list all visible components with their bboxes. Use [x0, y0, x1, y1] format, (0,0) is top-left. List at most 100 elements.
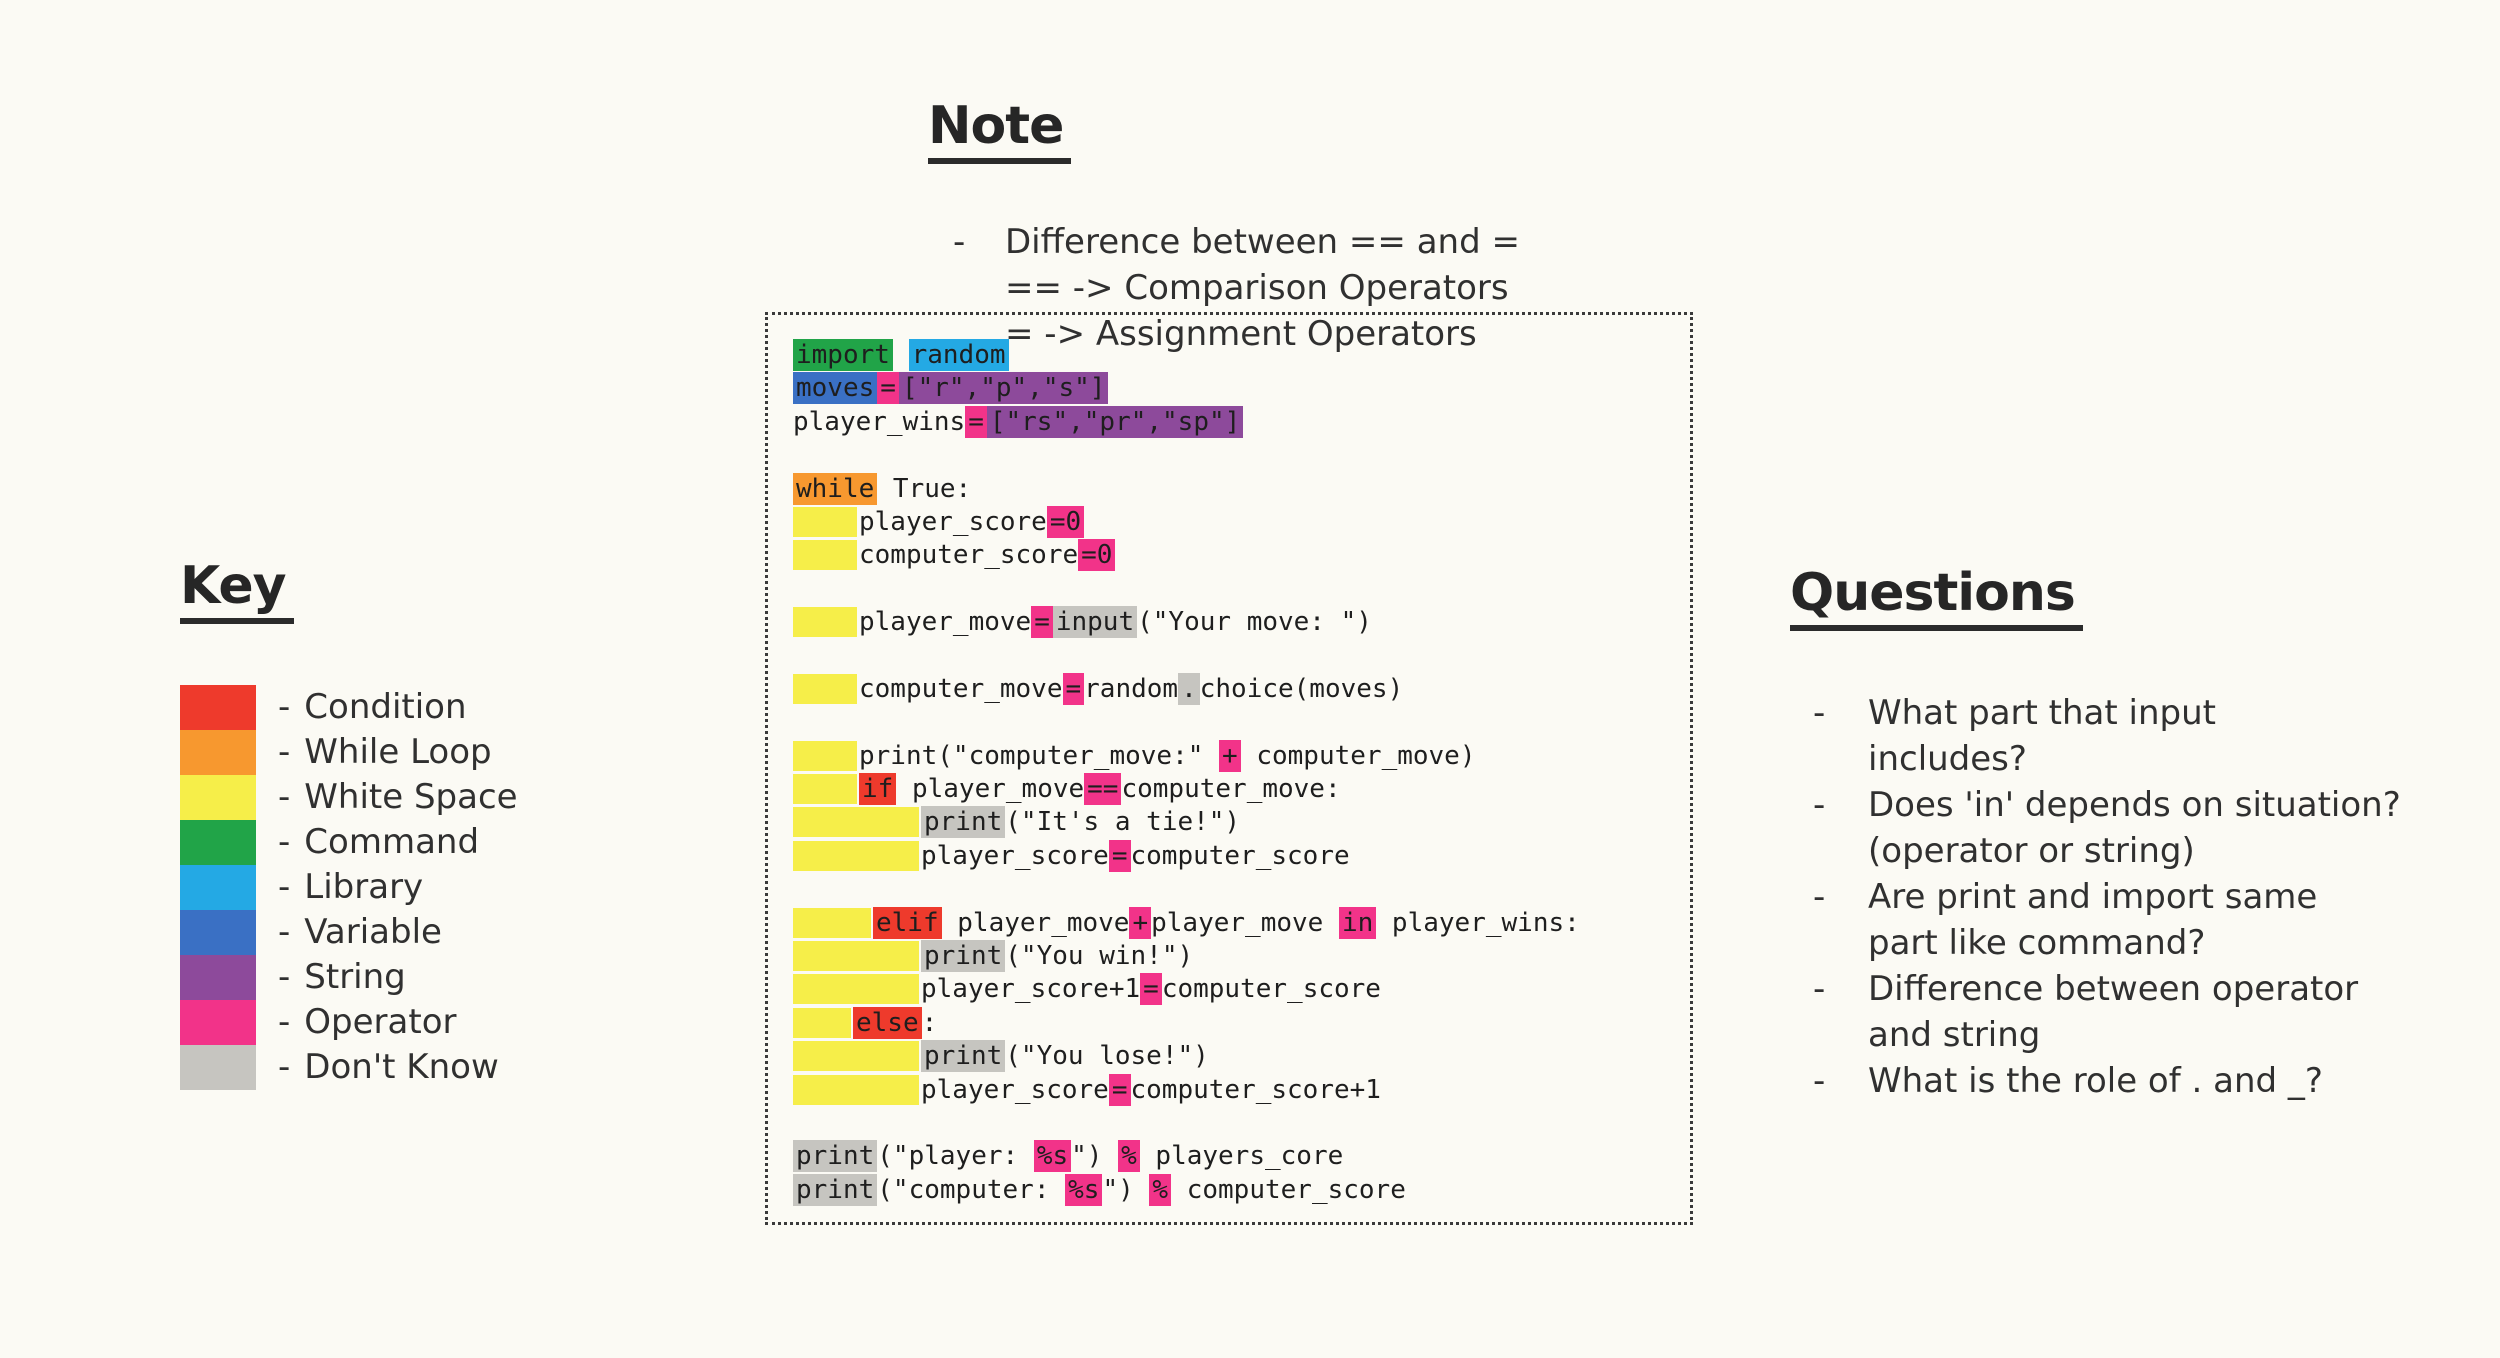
key-label: -While Loop: [256, 732, 492, 772]
key-swatch-while_loop: [180, 729, 256, 775]
key-label-text: Variable: [304, 912, 442, 953]
code-line: elif player_move+player_move in player_w…: [793, 906, 1580, 940]
code-token: player_score: [921, 840, 1109, 871]
question-line: -What part that input: [1790, 690, 2401, 736]
key-title: Key: [180, 559, 294, 624]
code-line: player_score+1=computer_score: [793, 973, 1580, 1006]
bullet-dash: -: [278, 867, 291, 908]
code-token: player_move: [941, 907, 1130, 938]
key-row: -Condition: [180, 684, 518, 730]
code-token: computer_score: [1171, 1174, 1406, 1205]
code-token-operator: %s: [1065, 1173, 1103, 1206]
key-label-text: String: [304, 957, 406, 998]
code-token: player_move: [859, 607, 1032, 638]
bullet-dash: -: [278, 732, 291, 773]
question-line: -What is the role of . and _?: [1790, 1058, 2401, 1104]
note-line: = -> Assignment Operators: [928, 311, 1520, 357]
key-label-text: Operator: [304, 1002, 457, 1043]
key-row: -Operator: [180, 999, 518, 1045]
code-line: [793, 439, 1580, 472]
note-title: Note: [928, 99, 1072, 164]
code-line: if player_move==computer_move:: [793, 773, 1580, 806]
code-token-dont_know: print: [793, 1173, 878, 1206]
key-row: -Library: [180, 864, 518, 910]
code-line: print("computer: %s") % computer_score: [793, 1173, 1580, 1207]
key-label: -Don't Know: [256, 1047, 499, 1087]
key-swatch-library: [180, 864, 256, 910]
code-token: print("computer_move:": [859, 740, 1220, 771]
code-token: ("You win!"): [1005, 941, 1194, 972]
code-token-operator: %s: [1033, 1140, 1072, 1173]
code-token: computer_score: [1161, 974, 1381, 1005]
question-line: -Are print and import same: [1790, 874, 2401, 920]
bullet-dash: -: [278, 687, 291, 728]
code-token: player_score: [859, 506, 1047, 537]
bullet-dash: -: [1813, 784, 1826, 825]
code-line: [793, 1107, 1580, 1140]
code-token-operator: =: [1062, 672, 1085, 705]
key-row: -While Loop: [180, 729, 518, 775]
code-token-library: random: [908, 339, 1009, 371]
indent-block: [793, 540, 857, 571]
indent-block: [793, 607, 857, 638]
question-line-text: part like command?: [1868, 922, 2206, 963]
code-line: computer_move=random.choice(moves): [793, 672, 1580, 706]
code-token: ("computer:: [877, 1174, 1066, 1205]
question-line: -Does 'in' depends on situation?: [1790, 782, 2401, 828]
code-token-operator: =: [877, 372, 899, 405]
indent-block: [793, 1041, 919, 1072]
bullet-dash: -: [1813, 692, 1826, 733]
bullet-dash: -: [1813, 968, 1826, 1009]
code-token: computer_score+1: [1130, 1074, 1381, 1105]
code-token: ("It's a tie!"): [1005, 807, 1241, 838]
questions-title: Questions: [1790, 566, 2083, 631]
note-lines: -Difference between == and === -> Compar…: [928, 219, 1520, 357]
code-token: computer_move: [859, 673, 1063, 704]
key-row: -String: [180, 954, 518, 1000]
code-line: import random: [793, 339, 1580, 372]
code-token-while_loop: while: [793, 472, 878, 505]
question-line: (operator or string): [1790, 828, 2401, 874]
key-swatch-variable: [180, 909, 256, 955]
code-token: player_move: [896, 774, 1085, 805]
indent-block: [793, 840, 919, 871]
question-line: part like command?: [1790, 920, 2401, 966]
code-line: computer_score=0: [793, 539, 1580, 572]
key-label-text: Condition: [304, 687, 467, 728]
code-token: "): [1071, 1141, 1119, 1172]
key-swatch-operator: [180, 999, 256, 1045]
code-token: player_score+1: [921, 974, 1141, 1005]
code-line: player_wins=["rs","pr","sp"]: [793, 405, 1580, 439]
indent-block: [793, 907, 871, 938]
code-token-operator: +: [1129, 906, 1152, 939]
bullet-dash: -: [278, 822, 291, 863]
question-line-text: includes?: [1868, 738, 2027, 779]
code-token: player_score: [921, 1074, 1109, 1105]
code-token-dont_know: print: [921, 1040, 1006, 1073]
code-token-operator: +: [1219, 739, 1241, 772]
code-token: players_core: [1139, 1141, 1344, 1172]
code-line: player_score=computer_score+1: [793, 1073, 1580, 1107]
note-section: Note -Difference between == and === -> C…: [928, 56, 1520, 357]
bullet-dash: -: [1813, 1060, 1826, 1101]
bullet-dash: -: [278, 957, 291, 998]
code-token-operator: =: [965, 405, 987, 438]
bullet-dash: -: [1813, 876, 1826, 917]
code-line: player_move=input("Your move: "): [793, 606, 1580, 639]
code-line: player_score=computer_score: [793, 839, 1580, 873]
code-token: random: [1084, 673, 1179, 704]
code-line: print("computer_move:" + computer_move): [793, 739, 1580, 773]
bullet-dash: -: [278, 1047, 291, 1088]
bullet-dash: -: [278, 1002, 291, 1043]
note-line: -Difference between == and =: [928, 219, 1520, 265]
code-token-operator: ==: [1084, 773, 1122, 806]
question-line-text: Difference between operator: [1868, 968, 2359, 1009]
code-token: [893, 340, 909, 370]
indent-block: [793, 1074, 919, 1105]
code-token: ("You lose!"): [1005, 1041, 1209, 1072]
code-line: print("You lose!"): [793, 1040, 1580, 1073]
code-token-dont_know: print: [921, 806, 1006, 839]
code-line: moves=["r","p","s"]: [793, 372, 1580, 405]
